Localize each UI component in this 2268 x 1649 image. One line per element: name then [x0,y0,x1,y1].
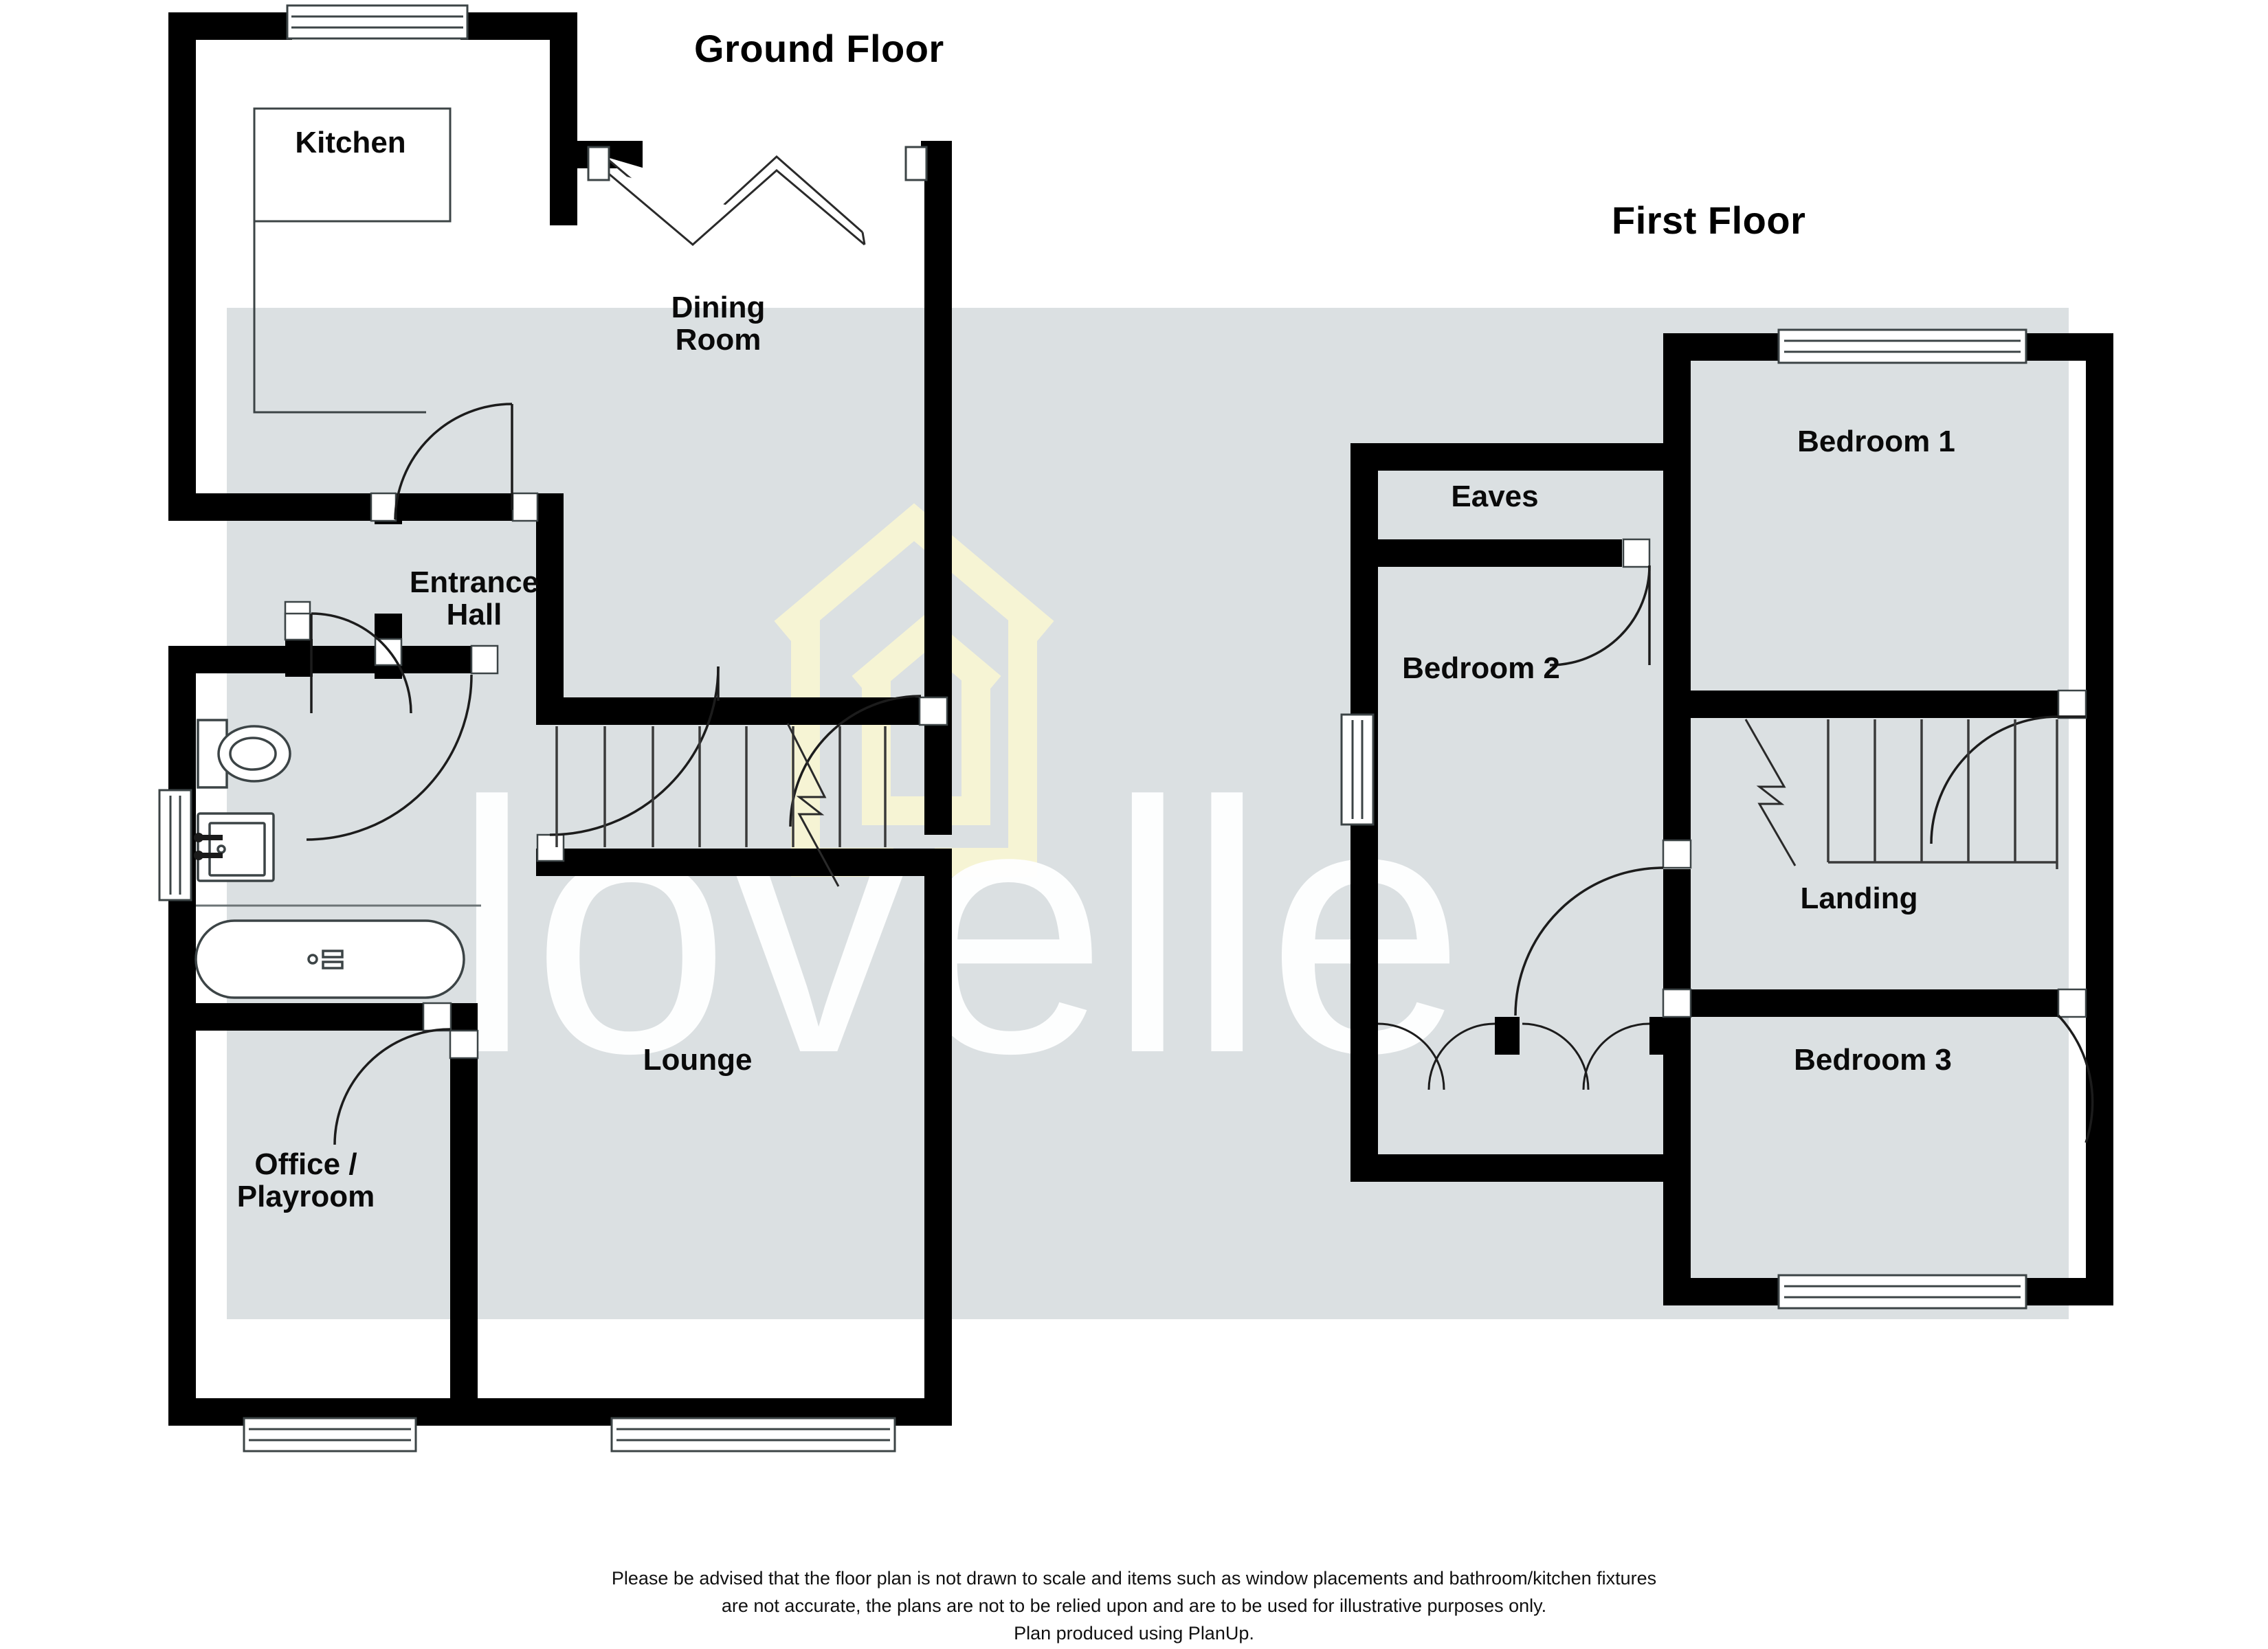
watermark-text: lovelle [452,728,1465,1128]
wash-basin [194,812,275,882]
room-label-office-playroom: Office / Playroom [236,1147,375,1213]
stair-direction-arrow-first [1744,719,1797,866]
window-office [243,1417,417,1452]
bifold-patio-door [603,155,866,246]
room-label-bedroom-3: Bedroom 3 [1794,1043,1952,1077]
room-label-entrance-hall: Entrance Hall [409,565,540,631]
ground-floor-windows [158,4,896,1452]
disclaimer-line-1: Please be advised that the floor plan is… [611,1568,1657,1589]
bifold-door-jambs [587,146,928,181]
ground-floor-plan [158,4,952,1452]
wc-toilet [197,719,291,789]
staircase-first [1827,719,2058,869]
stair-direction-arrow-ground [786,723,840,887]
first-floor-windows [1340,328,2027,1310]
first-floor-plan [1340,328,2113,1310]
watermark-group: lovelle [452,503,1465,1128]
window-bathroom [158,789,192,901]
room-label-eaves: Eaves [1451,480,1539,513]
kitchen-units [253,107,452,414]
room-label-bedroom-1: Bedroom 1 [1797,425,1955,458]
room-label-kitchen: Kitchen [295,126,406,159]
bath-tub [194,919,465,999]
first-floor-door-jambs [1622,538,2087,1018]
window-bedroom1 [1777,328,2027,364]
window-kitchen [286,4,469,40]
window-lounge [610,1417,896,1452]
first-floor-title: First Floor [1612,199,1806,242]
first-floor-walls [1350,333,2113,1305]
window-bedroom2 [1340,713,1375,826]
room-label-bedroom-2: Bedroom 2 [1402,651,1560,685]
ground-floor-title: Ground Floor [694,27,944,70]
disclaimer-line-3: Plan produced using PlanUp. [1014,1623,1254,1644]
room-label-landing: Landing [1800,882,1918,915]
wardrobe-doors [1377,1022,1650,1090]
disclaimer-line-2: are not accurate, the plans are not to b… [721,1595,1547,1616]
room-label-lounge: Lounge [643,1043,753,1077]
room-label-dining-room: Dining Room [671,291,766,357]
room-fill-first [1031,308,2069,1319]
staircase-ground [555,726,887,847]
window-bedroom3 [1777,1274,2027,1310]
